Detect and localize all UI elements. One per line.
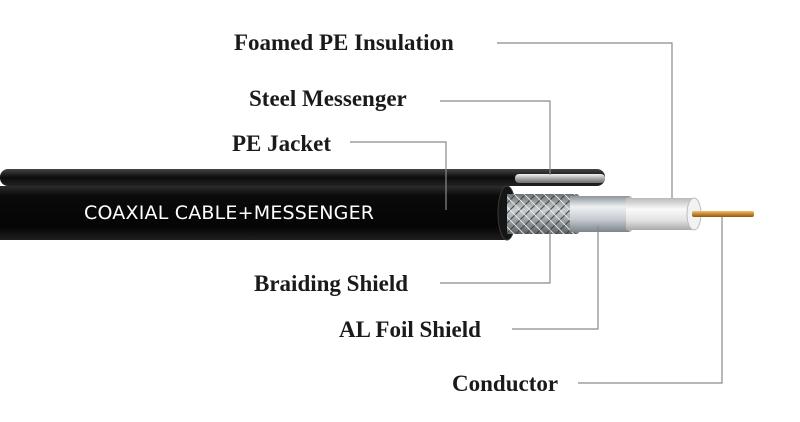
pe-jacket <box>0 186 513 240</box>
leader-steel-messenger <box>440 100 551 175</box>
leader-conductor <box>578 217 723 384</box>
leader-pe-jacket <box>350 141 447 210</box>
cable-print-text: COAXIAL CABLE+MESSENGER <box>84 202 375 224</box>
braiding-shield-weave <box>507 194 577 234</box>
messenger-sheath <box>0 169 605 186</box>
label-foamed-pe-insulation: Foamed PE Insulation <box>234 30 454 55</box>
label-braiding-shield: Braiding Shield <box>254 271 409 296</box>
label-pe-jacket: PE Jacket <box>232 131 332 156</box>
label-conductor: Conductor <box>452 371 559 396</box>
conductor-wire <box>692 211 754 217</box>
al-foil-shield <box>570 196 630 232</box>
leader-braiding-shield <box>440 230 551 284</box>
leader-foamed-pe-insulation <box>497 42 673 198</box>
steel-messenger-wire <box>515 174 605 183</box>
label-steel-messenger: Steel Messenger <box>249 86 407 111</box>
leader-al-foil-shield <box>512 226 599 330</box>
foamed-pe-insulation <box>626 198 694 230</box>
label-al-foil-shield: AL Foil Shield <box>339 317 481 342</box>
